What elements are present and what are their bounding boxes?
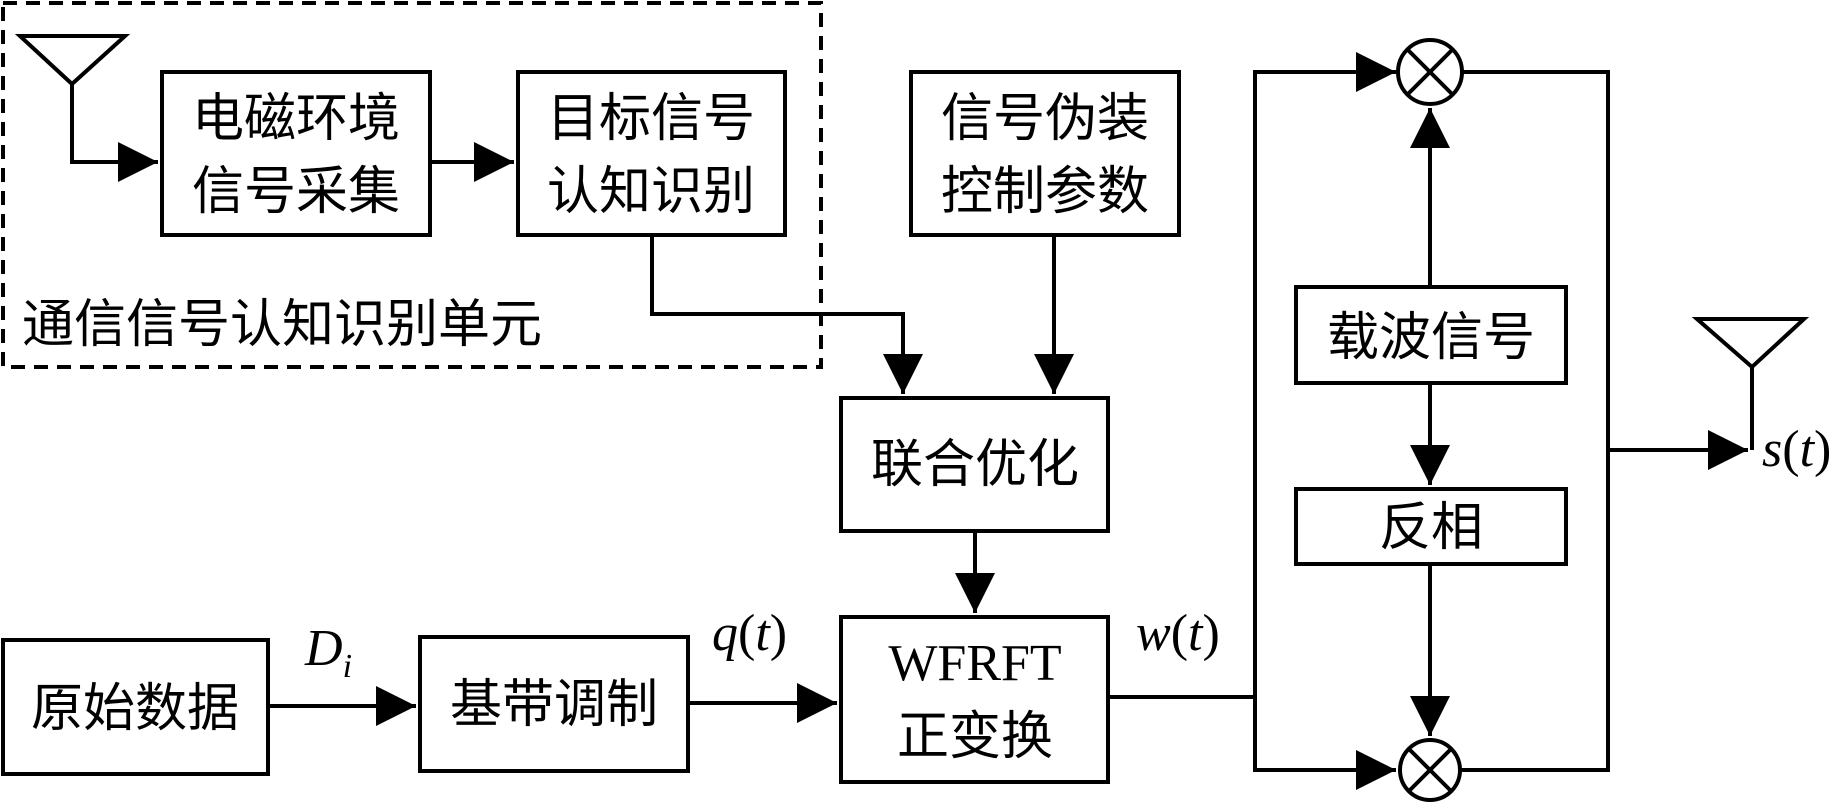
lower-multiplier-icon bbox=[1398, 738, 1462, 802]
svg-text:载波信号: 载波信号 bbox=[1327, 308, 1535, 368]
receive-antenna-icon bbox=[14, 34, 158, 182]
svg-text:WFRFT: WFRFT bbox=[888, 635, 1061, 692]
svg-text:信号伪装: 信号伪装 bbox=[941, 89, 1149, 149]
joint-optimization-block: 联合优化 bbox=[839, 396, 1110, 533]
svg-text:基带调制: 基带调制 bbox=[450, 675, 658, 735]
svg-text:信号采集: 信号采集 bbox=[192, 162, 400, 222]
env-signal-collection-block: 电磁环境 信号采集 bbox=[160, 70, 432, 237]
svg-text:电磁环境: 电磁环境 bbox=[192, 89, 400, 149]
split-to-upper-multiplier bbox=[1253, 52, 1396, 697]
recognition-unit-boundary bbox=[1, 1, 823, 369]
upper-multiplier-output bbox=[1460, 70, 1610, 772]
svg-text:控制参数: 控制参数 bbox=[941, 162, 1149, 222]
svg-text:原始数据: 原始数据 bbox=[31, 679, 239, 739]
camouflage-control-params-block: 信号伪装 控制参数 bbox=[909, 70, 1181, 237]
recognition-unit-label: 通信信号认知识别单元 bbox=[22, 295, 542, 355]
transmit-antenna-icon bbox=[1691, 317, 1810, 450]
wfrft-forward-transform-block: WFRFT 正变换 bbox=[839, 615, 1110, 784]
raw-data-block: 原始数据 bbox=[1, 638, 270, 776]
svg-text:认知识别: 认知识别 bbox=[547, 162, 755, 222]
signal-label-qt: q(t) bbox=[712, 605, 787, 662]
svg-text:联合优化: 联合优化 bbox=[871, 435, 1079, 495]
signal-label-st: s(t) bbox=[1762, 421, 1831, 478]
phase-inverter-block: 反相 bbox=[1294, 487, 1568, 566]
svg-text:目标信号: 目标信号 bbox=[547, 89, 755, 149]
baseband-modulation-block: 基带调制 bbox=[418, 635, 690, 773]
arrow-recognition-to-joint-opt bbox=[650, 235, 923, 394]
svg-text:反相: 反相 bbox=[1379, 498, 1483, 558]
svg-text:正变换: 正变换 bbox=[897, 707, 1053, 767]
signal-label-di: Di bbox=[304, 620, 352, 685]
upper-multiplier-icon bbox=[1396, 38, 1464, 106]
split-to-lower-multiplier bbox=[1253, 697, 1396, 790]
target-signal-recognition-block: 目标信号 认知识别 bbox=[516, 70, 787, 237]
carrier-signal-block: 载波信号 bbox=[1294, 285, 1568, 385]
signal-label-wt: w(t) bbox=[1136, 605, 1220, 662]
